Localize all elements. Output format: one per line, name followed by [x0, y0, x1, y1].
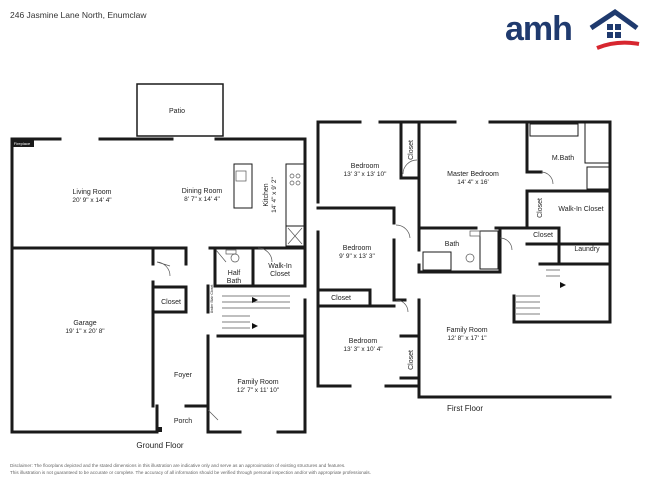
- dining-room-label: Dining Room: [182, 188, 223, 195]
- disclaimer: Disclaimer: The floorplans depicted and …: [10, 462, 630, 476]
- half-bath-label-2: Bath: [227, 278, 242, 285]
- living-room-label: Living Room: [73, 189, 112, 196]
- half-bath-label-1: Half: [228, 270, 241, 277]
- first-floor-title: First Floor: [447, 404, 483, 413]
- closet-4-label: Closet: [331, 295, 351, 302]
- ground-floor-title: Ground Floor: [136, 441, 183, 450]
- fireplace-mark: [12, 139, 34, 147]
- walk-in-closet-label-1: Walk-In: [268, 263, 292, 270]
- ground-family-room-label: Family Room: [237, 379, 278, 386]
- laundry-label: Laundry: [574, 246, 600, 253]
- bedroom-3-label: Bedroom: [349, 338, 378, 345]
- porch-label: Porch: [174, 418, 192, 425]
- disclaimer-line-2: This illustration is not guaranteed to b…: [10, 470, 371, 475]
- closet-3-label: Closet: [533, 232, 553, 239]
- master-bedroom-dim: 14' 4" x 16': [457, 179, 489, 186]
- fireplace-label: Fireplace: [14, 141, 31, 146]
- porch-post: [157, 427, 162, 432]
- walk-in-closet-label-2: Closet: [270, 271, 290, 278]
- first-family-room-dim: 12' 8" x 17' 1": [447, 335, 487, 342]
- master-bedroom-label: Master Bedroom: [447, 171, 499, 178]
- house-roof-icon: [589, 8, 640, 50]
- closet-2-label: Closet: [537, 198, 544, 218]
- garage-dim: 19' 1" x 20' 8": [65, 328, 105, 335]
- property-address: 246 Jasmine Lane North, Enumclaw: [10, 10, 147, 20]
- mbath-label: M.Bath: [552, 155, 574, 162]
- dining-room-dim: 8' 7" x 14' 4": [184, 196, 220, 203]
- closet-1-label: Closet: [408, 140, 415, 160]
- walls: [10, 83, 612, 434]
- master-walk-in-closet-label: Walk-In Closet: [558, 206, 603, 213]
- foyer-label: Foyer: [174, 372, 193, 379]
- bedroom-3-dim: 13' 3" x 10' 4": [343, 346, 383, 353]
- patio-label: Patio: [169, 108, 185, 115]
- logo-text: amh: [505, 10, 573, 48]
- ground-closet-label: Closet: [161, 299, 181, 306]
- closet-5-label: Closet: [408, 350, 415, 370]
- bedroom-1-label: Bedroom: [351, 163, 380, 170]
- bath-label: Bath: [445, 241, 460, 248]
- first-family-room-label: Family Room: [446, 327, 487, 334]
- kitchen-label: Kitchen: [263, 183, 270, 206]
- bedroom-1-dim: 13' 3" x 13' 10": [344, 171, 388, 178]
- bedroom-2-label: Bedroom: [343, 245, 372, 252]
- living-room-dim: 20' 9" x 14' 4": [72, 197, 112, 204]
- bedroom-2-dim: 9' 9" x 13' 3": [339, 253, 375, 260]
- ground-family-room-dim: 12' 7" x 11' 10": [237, 387, 280, 394]
- under-stair-closet-label: Under Stair Closet: [210, 285, 214, 314]
- amh-logo: amh: [505, 6, 640, 52]
- garage-label: Garage: [73, 320, 96, 327]
- stair-arrows: [252, 282, 566, 329]
- kitchen-dim: 14' 4" x 9' 2": [271, 176, 278, 212]
- doors-and-fixtures: [156, 159, 560, 421]
- disclaimer-line-1: Disclaimer: The floorplans depicted and …: [10, 463, 346, 468]
